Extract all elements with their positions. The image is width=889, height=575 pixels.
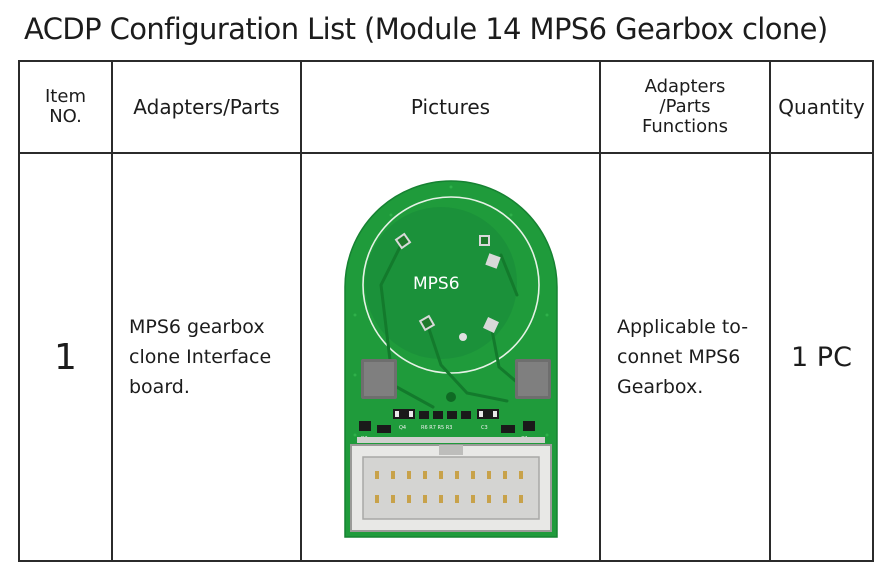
header-quantity: Quantity [769, 60, 874, 154]
pcb-board-image: MPS6 [343, 180, 558, 538]
part-cell: MPS6 gearbox clone Interface board. [111, 152, 302, 562]
quantity-value: 1 PC [791, 341, 852, 373]
svg-text:C3: C3 [481, 425, 488, 431]
svg-text:Q4: Q4 [399, 425, 406, 431]
table-row: 1 MPS6 gearbox clone Interface board. [18, 152, 874, 562]
header-item-no: Item NO. [18, 60, 113, 154]
header-pictures: Pictures [300, 60, 601, 154]
part-description: MPS6 gearbox clone Interface board. [129, 316, 272, 398]
quantity-cell: 1 PC [769, 152, 874, 562]
board-label: MPS6 [413, 274, 460, 294]
header-adapters-parts: Adapters/Parts [111, 60, 302, 154]
function-description: Applicable to- connet MPS6 Gearbox. [617, 316, 749, 398]
picture-cell: MPS6 [300, 152, 601, 562]
item-number-cell: 1 [18, 152, 113, 562]
item-number: 1 [54, 336, 77, 378]
page-title: ACDP Configuration List (Module 14 MPS6 … [24, 12, 828, 46]
header-functions: Adapters /Parts Functions [599, 60, 771, 154]
configuration-table: Item NO. Adapters/Parts Pictures Adapter… [18, 60, 874, 562]
function-cell: Applicable to- connet MPS6 Gearbox. [599, 152, 771, 562]
svg-text:R6 R7 R5 R3: R6 R7 R5 R3 [421, 425, 452, 431]
table-header-row: Item NO. Adapters/Parts Pictures Adapter… [18, 60, 874, 154]
